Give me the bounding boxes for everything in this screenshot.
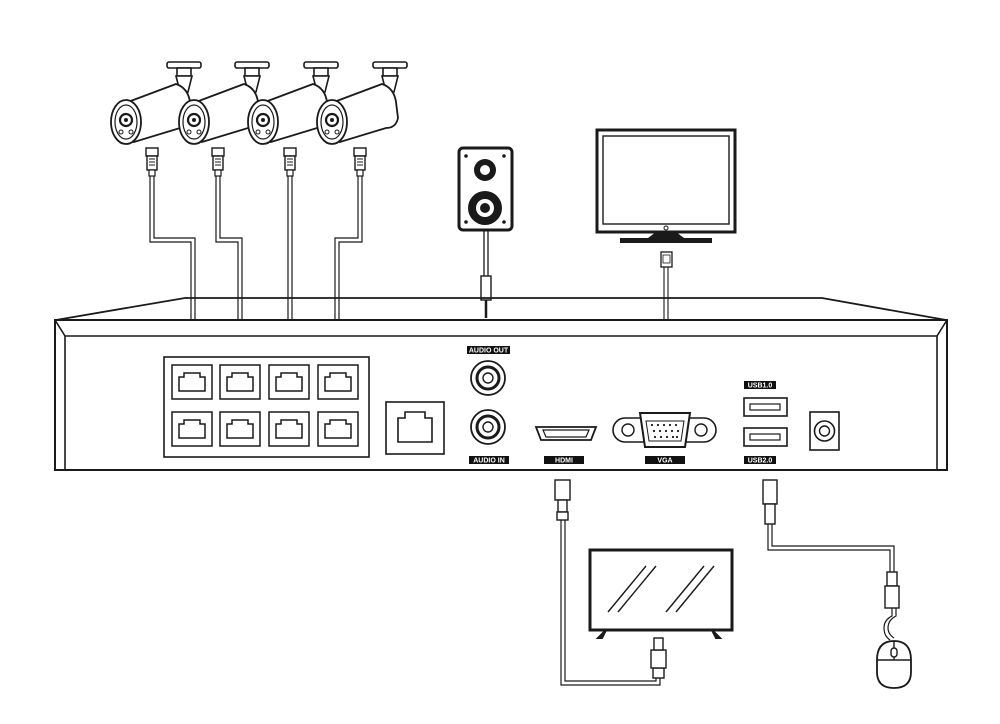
- audio-out-port: AUDIO OUT: [467, 346, 510, 396]
- vga-port: VGA: [612, 412, 717, 465]
- poe-port-7: [268, 411, 310, 447]
- poe-port-5: [171, 411, 213, 447]
- hdmi-cable: [554, 479, 667, 686]
- lan-port: [385, 401, 445, 455]
- mouse-icon: [876, 640, 912, 689]
- poe-port-6: [219, 411, 261, 447]
- camera-cable-plugs: [145, 147, 367, 177]
- cameras: [109, 60, 409, 146]
- speaker-icon: [457, 146, 514, 318]
- usb2-label: USB2.0: [748, 458, 773, 465]
- vga-label: VGA: [657, 458, 672, 465]
- usb-cable: [762, 479, 900, 641]
- poe-port-1: [171, 364, 213, 400]
- audio-in-label: AUDIO IN: [473, 458, 505, 465]
- power-port: [809, 411, 840, 451]
- poe-port-8: [317, 411, 359, 447]
- hdmi-tv-icon: [588, 548, 734, 639]
- usb-ports: USB1.0 USB2.0: [743, 381, 788, 465]
- hdmi-port: HDMI: [534, 426, 598, 465]
- usb1-label: USB1.0: [748, 383, 773, 390]
- camera-cables: [149, 176, 363, 320]
- poe-port-4: [317, 364, 359, 400]
- vga-monitor-icon: [595, 128, 737, 401]
- hdmi-label: HDMI: [555, 458, 573, 465]
- audio-out-label: AUDIO OUT: [469, 348, 509, 355]
- audio-in-port: AUDIO IN: [469, 409, 509, 465]
- poe-port-3: [268, 364, 310, 400]
- poe-port-2: [219, 364, 261, 400]
- poe-port-block: [163, 356, 370, 458]
- camera-4: [315, 60, 409, 146]
